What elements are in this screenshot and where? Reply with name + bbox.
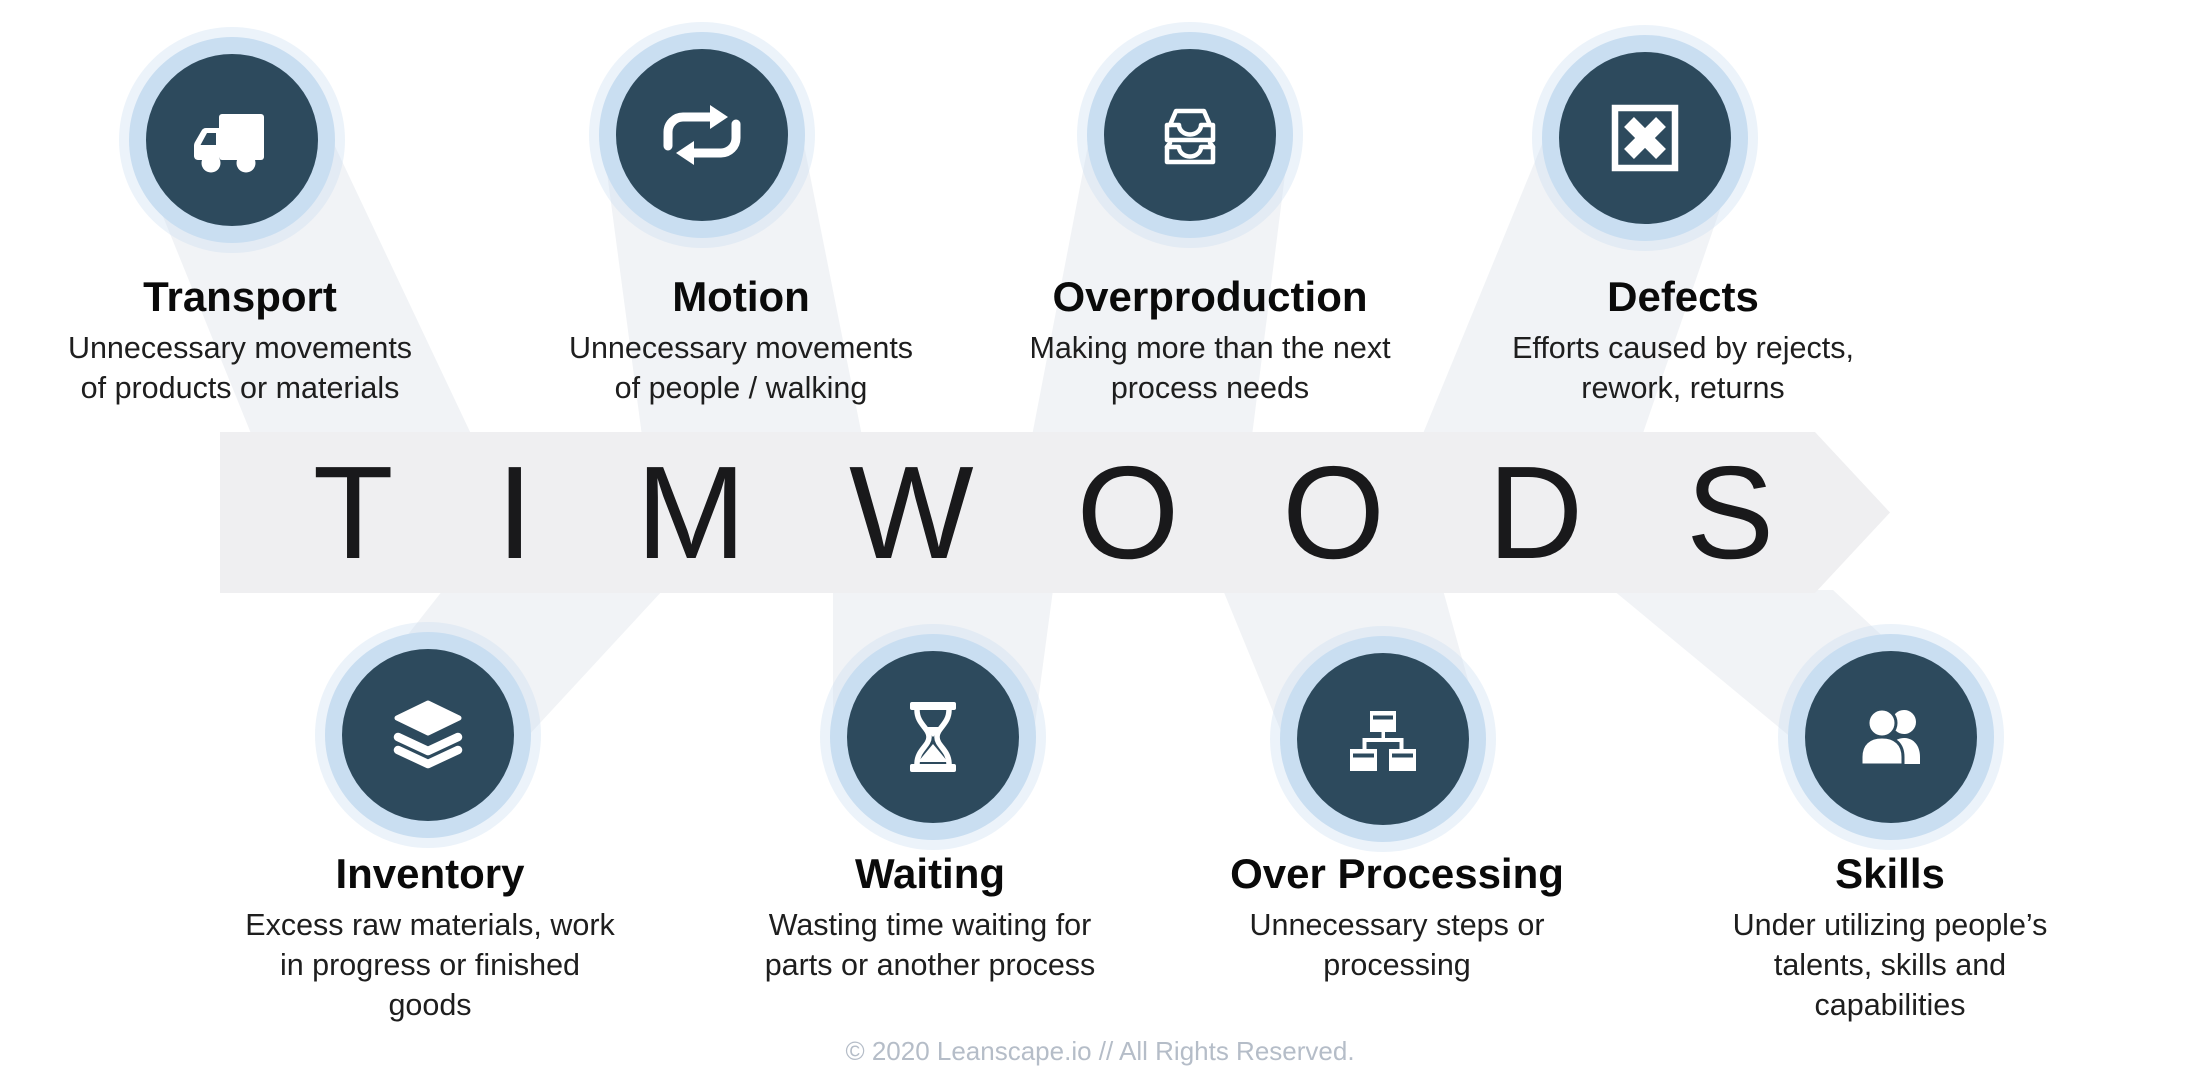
defects-circle-inner	[1559, 52, 1731, 224]
defects-label-block: Defects Efforts caused by rejects, rewor…	[1443, 272, 1923, 408]
defects-circle	[1542, 35, 1748, 241]
copyright-footer: © 2020 Leanscape.io // All Rights Reserv…	[845, 1036, 1355, 1066]
transport-circle	[129, 37, 335, 243]
defects-description: Efforts caused by rejects, rework, retur…	[1512, 331, 1854, 405]
repeat-icon	[663, 105, 741, 165]
motion-circle	[599, 32, 805, 238]
layers-icon	[393, 700, 463, 769]
timwoods-banner: TIMWOODS	[220, 432, 1890, 593]
transport-label-block: Transport Unnecessary movements of produ…	[0, 272, 480, 408]
motion-description: Unnecessary movements of people / walkin…	[568, 331, 914, 405]
defects-title: Defects	[1607, 273, 1759, 320]
skills-label-block: Skills Under utilizing people’s talents,…	[1650, 849, 2130, 1025]
hourglass-icon	[910, 702, 956, 772]
overproduction-label-block: Overproduction Making more than the next…	[970, 272, 1450, 408]
overproduction-circle-inner	[1104, 49, 1276, 221]
skills-circle	[1788, 634, 1994, 840]
truck-icon	[194, 114, 264, 173]
waiting-description: Wasting time waiting for parts or anothe…	[764, 908, 1096, 982]
inventory-circle-inner	[342, 649, 514, 821]
inventory-circle	[325, 632, 531, 838]
overprocessing-circle-inner	[1297, 653, 1469, 825]
transport-circle-inner	[146, 54, 318, 226]
people-icon	[1859, 707, 1920, 767]
skills-description: Under utilizing people’s talents, skills…	[1732, 908, 2048, 1022]
transport-title: Transport	[143, 273, 337, 320]
waiting-circle	[830, 634, 1036, 840]
inventory-title: Inventory	[335, 850, 525, 897]
inventory-description: Excess raw materials, work in progress o…	[245, 908, 615, 1022]
overprocessing-title: Over Processing	[1230, 850, 1564, 897]
transport-description: Unnecessary movements of products or mat…	[67, 331, 413, 405]
waiting-label-block: Waiting Wasting time waiting for parts o…	[690, 849, 1170, 985]
inbox-stack-icon	[1164, 108, 1216, 165]
x-square-icon	[1611, 104, 1679, 172]
motion-label-block: Motion Unnecessary movements of people /…	[501, 272, 981, 408]
overprocessing-circle	[1280, 636, 1486, 842]
waiting-circle-inner	[847, 651, 1019, 823]
overproduction-title: Overproduction	[1052, 273, 1368, 320]
waiting-title: Waiting	[854, 850, 1006, 897]
inventory-label-block: Inventory Excess raw materials, work in …	[190, 849, 670, 1025]
skills-title: Skills	[1835, 850, 1945, 897]
motion-title: Motion	[672, 273, 810, 320]
overprocessing-label-block: Over Processing Unnecessary steps or pro…	[1157, 849, 1637, 985]
org-chart-icon	[1350, 711, 1416, 771]
overprocessing-description: Unnecessary steps or processing	[1249, 908, 1545, 982]
overproduction-circle	[1087, 32, 1293, 238]
skills-circle-inner	[1805, 651, 1977, 823]
motion-circle-inner	[616, 49, 788, 221]
overproduction-description: Making more than the next process needs	[1029, 331, 1391, 405]
timwoods-acronym: TIMWOODS	[312, 439, 1878, 586]
